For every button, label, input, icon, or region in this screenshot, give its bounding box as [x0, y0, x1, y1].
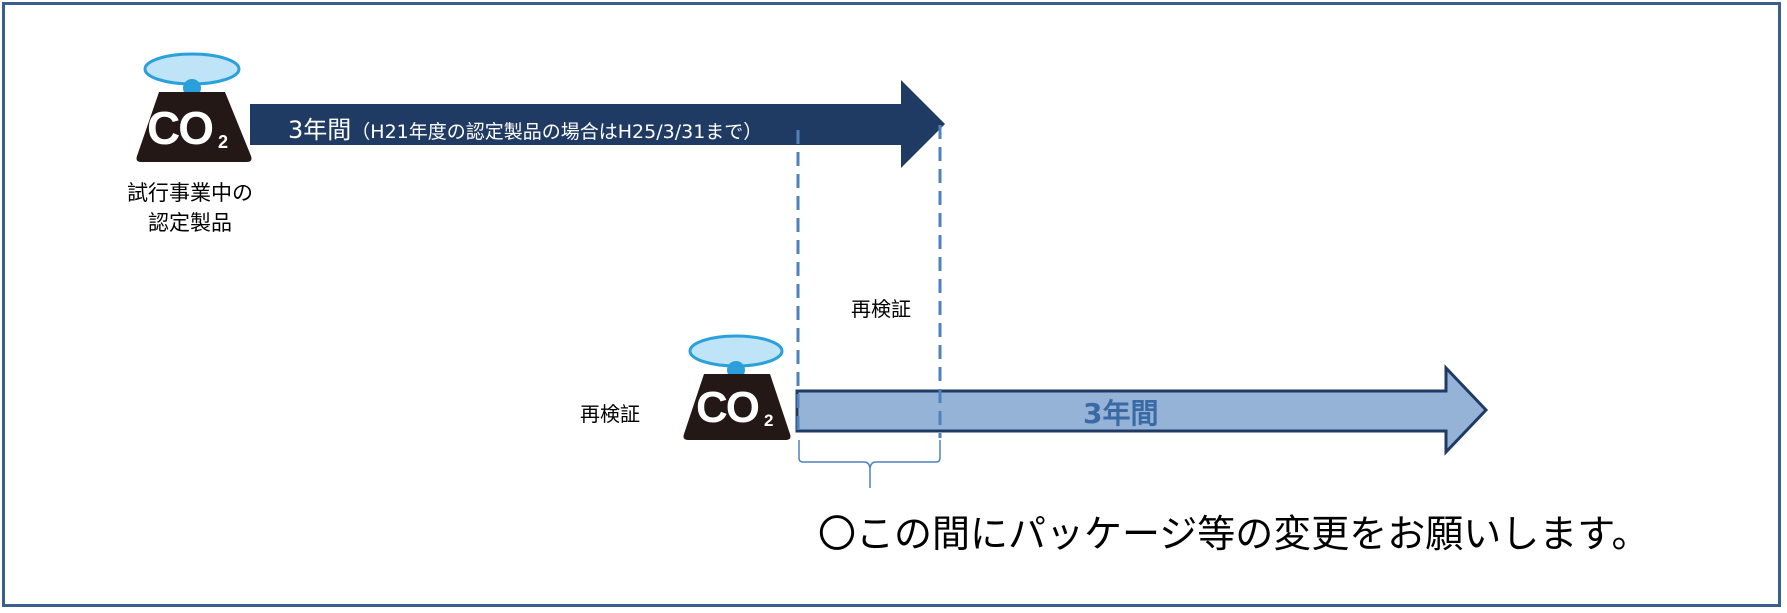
- bottom-period-arrow: [795, 364, 1489, 456]
- bottom-arrow-label: 3年間: [1083, 397, 1159, 430]
- caption-line-1: 試行事業中の: [127, 181, 253, 205]
- trial-product-caption: 試行事業中の 認定製品: [100, 178, 280, 238]
- revalidation-label-upper: 再検証: [851, 297, 911, 321]
- co2-weight-icon: CO 2: [683, 334, 791, 440]
- co2-badge-subscript: 2: [764, 411, 773, 430]
- co2-badge-subscript: 2: [218, 132, 228, 152]
- change-request-note: 〇この間にパッケージ等の変更をお願いします。: [818, 512, 1650, 556]
- top-period-arrow: [250, 80, 945, 168]
- top-arrow-label: 3年間（H21年度の認定製品の場合はH25/3/31まで）: [288, 110, 762, 145]
- interval-brace: [798, 440, 941, 488]
- co2-weight-icon: CO 2: [136, 52, 252, 162]
- co2-badge-text: CO: [696, 383, 759, 432]
- top-arrow-main-text: 3年間: [288, 116, 352, 144]
- revalidation-label-left: 再検証: [580, 402, 640, 426]
- top-arrow-sub-text: （H21年度の認定製品の場合はH25/3/31まで）: [351, 121, 763, 143]
- caption-line-2: 認定製品: [148, 211, 232, 235]
- co2-badge-text: CO: [147, 102, 212, 154]
